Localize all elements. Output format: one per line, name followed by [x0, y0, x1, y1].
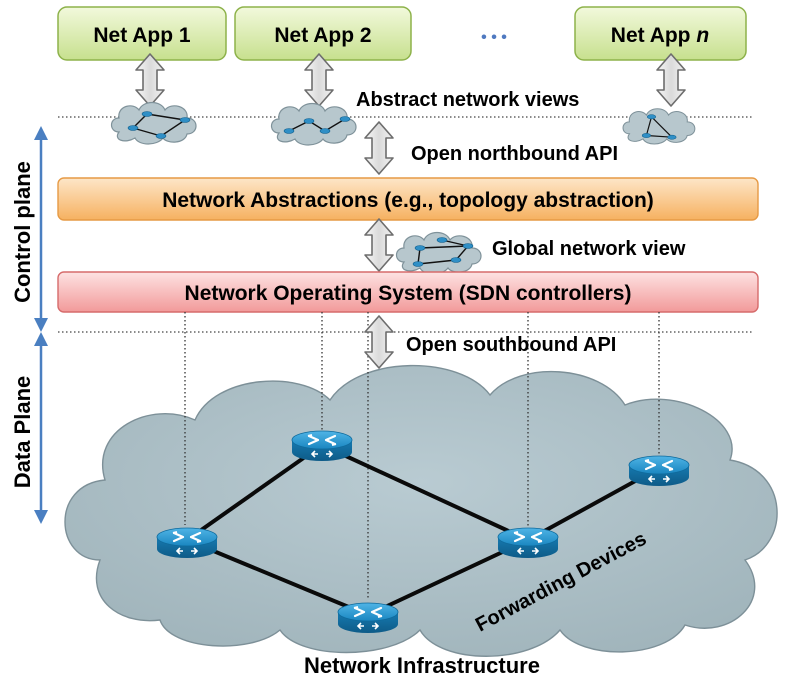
double-arrow-icon [364, 121, 394, 175]
mini-cloud-icon [270, 102, 357, 146]
infrastructure-cloud [64, 364, 778, 657]
net-app-1-label: Net App 1 [93, 24, 191, 47]
net-app-1-box: Net App 1 [57, 6, 227, 61]
control-plane-arrow [34, 126, 48, 332]
control-plane-label: Control plane [10, 161, 35, 303]
mini-cloud-icon [395, 231, 482, 275]
mini-cloud-icon [110, 101, 197, 145]
nos-label: Network Operating System (SDN controller… [185, 282, 632, 305]
double-arrow-icon [135, 53, 165, 107]
data-plane-label: Data Plane [10, 376, 35, 489]
app-ellipsis: • • • [481, 29, 507, 46]
mini-cloud-icon [622, 108, 696, 145]
control-channels [184, 312, 660, 600]
network-abstractions-box: Network Abstractions (e.g., topology abs… [57, 177, 759, 221]
northbound-api-label: Open northbound API [411, 143, 618, 165]
net-app-2-box: Net App 2 [234, 6, 412, 61]
double-arrow-icon [304, 53, 334, 107]
southbound-api-label: Open southbound API [406, 334, 616, 356]
data-plane-arrow [34, 332, 48, 524]
abstract-views-label: Abstract network views [356, 89, 579, 111]
network-abstractions-label: Network Abstractions (e.g., topology abs… [162, 189, 654, 212]
router-icon [496, 526, 560, 560]
global-view-label: Global network view [492, 238, 686, 260]
router-icon [155, 526, 219, 560]
double-arrow-icon [656, 53, 686, 107]
double-arrow-icon [364, 218, 394, 272]
net-app-n-box: Net App n [574, 6, 747, 61]
router-icon [627, 454, 691, 488]
net-app-n-label: Net App n [611, 24, 709, 47]
double-arrow-icon [364, 315, 394, 369]
network-operating-system-box: Network Operating System (SDN controller… [57, 271, 759, 313]
net-app-2-label: Net App 2 [274, 24, 371, 47]
router-icon [336, 601, 400, 635]
router-icon [290, 429, 354, 463]
network-infrastructure-label: Network Infrastructure [304, 653, 540, 678]
